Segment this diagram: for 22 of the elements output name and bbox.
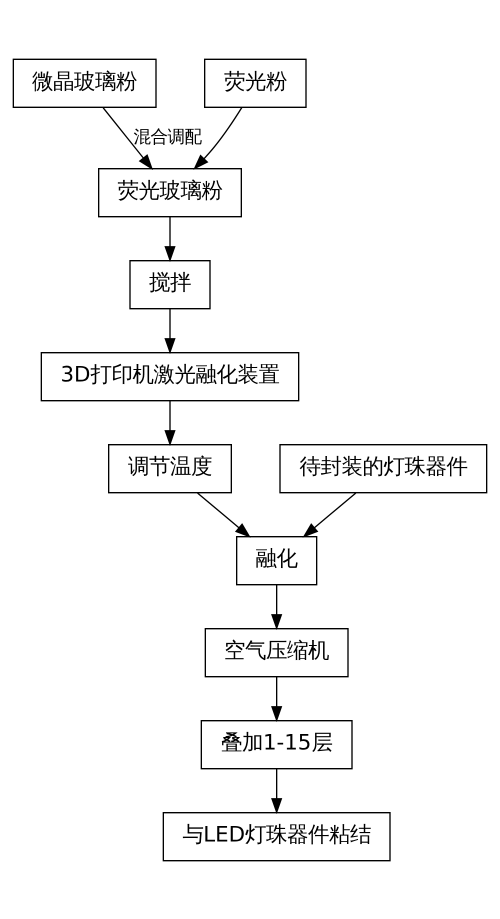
node-box: 待封装的灯珠器件 — [279, 444, 488, 493]
node-box: 叠加1-15层 — [200, 720, 353, 769]
arrow — [164, 400, 176, 446]
arrow — [271, 584, 282, 630]
node-box: 空气压缩机 — [204, 628, 349, 677]
arrow — [197, 492, 251, 538]
node-box: 荧光粉 — [204, 58, 307, 108]
arrow — [164, 216, 176, 262]
node-box: 融化 — [236, 536, 318, 585]
arrow — [102, 106, 154, 170]
arrow — [271, 676, 282, 722]
edge-label: 混合调配 — [133, 127, 202, 148]
arrow — [164, 308, 176, 354]
node-box: 荧光玻璃粉 — [98, 168, 242, 217]
arrow — [193, 106, 242, 170]
arrow — [302, 492, 356, 538]
node-box: 与LED灯珠器件粘结 — [162, 812, 391, 861]
node-box: 搅拌 — [129, 260, 211, 309]
node-box: 调节温度 — [108, 444, 232, 493]
arrow — [271, 768, 282, 814]
node-box: 微晶玻璃粉 — [12, 58, 157, 108]
node-box: 3D打印机激光融化装置 — [40, 352, 300, 401]
